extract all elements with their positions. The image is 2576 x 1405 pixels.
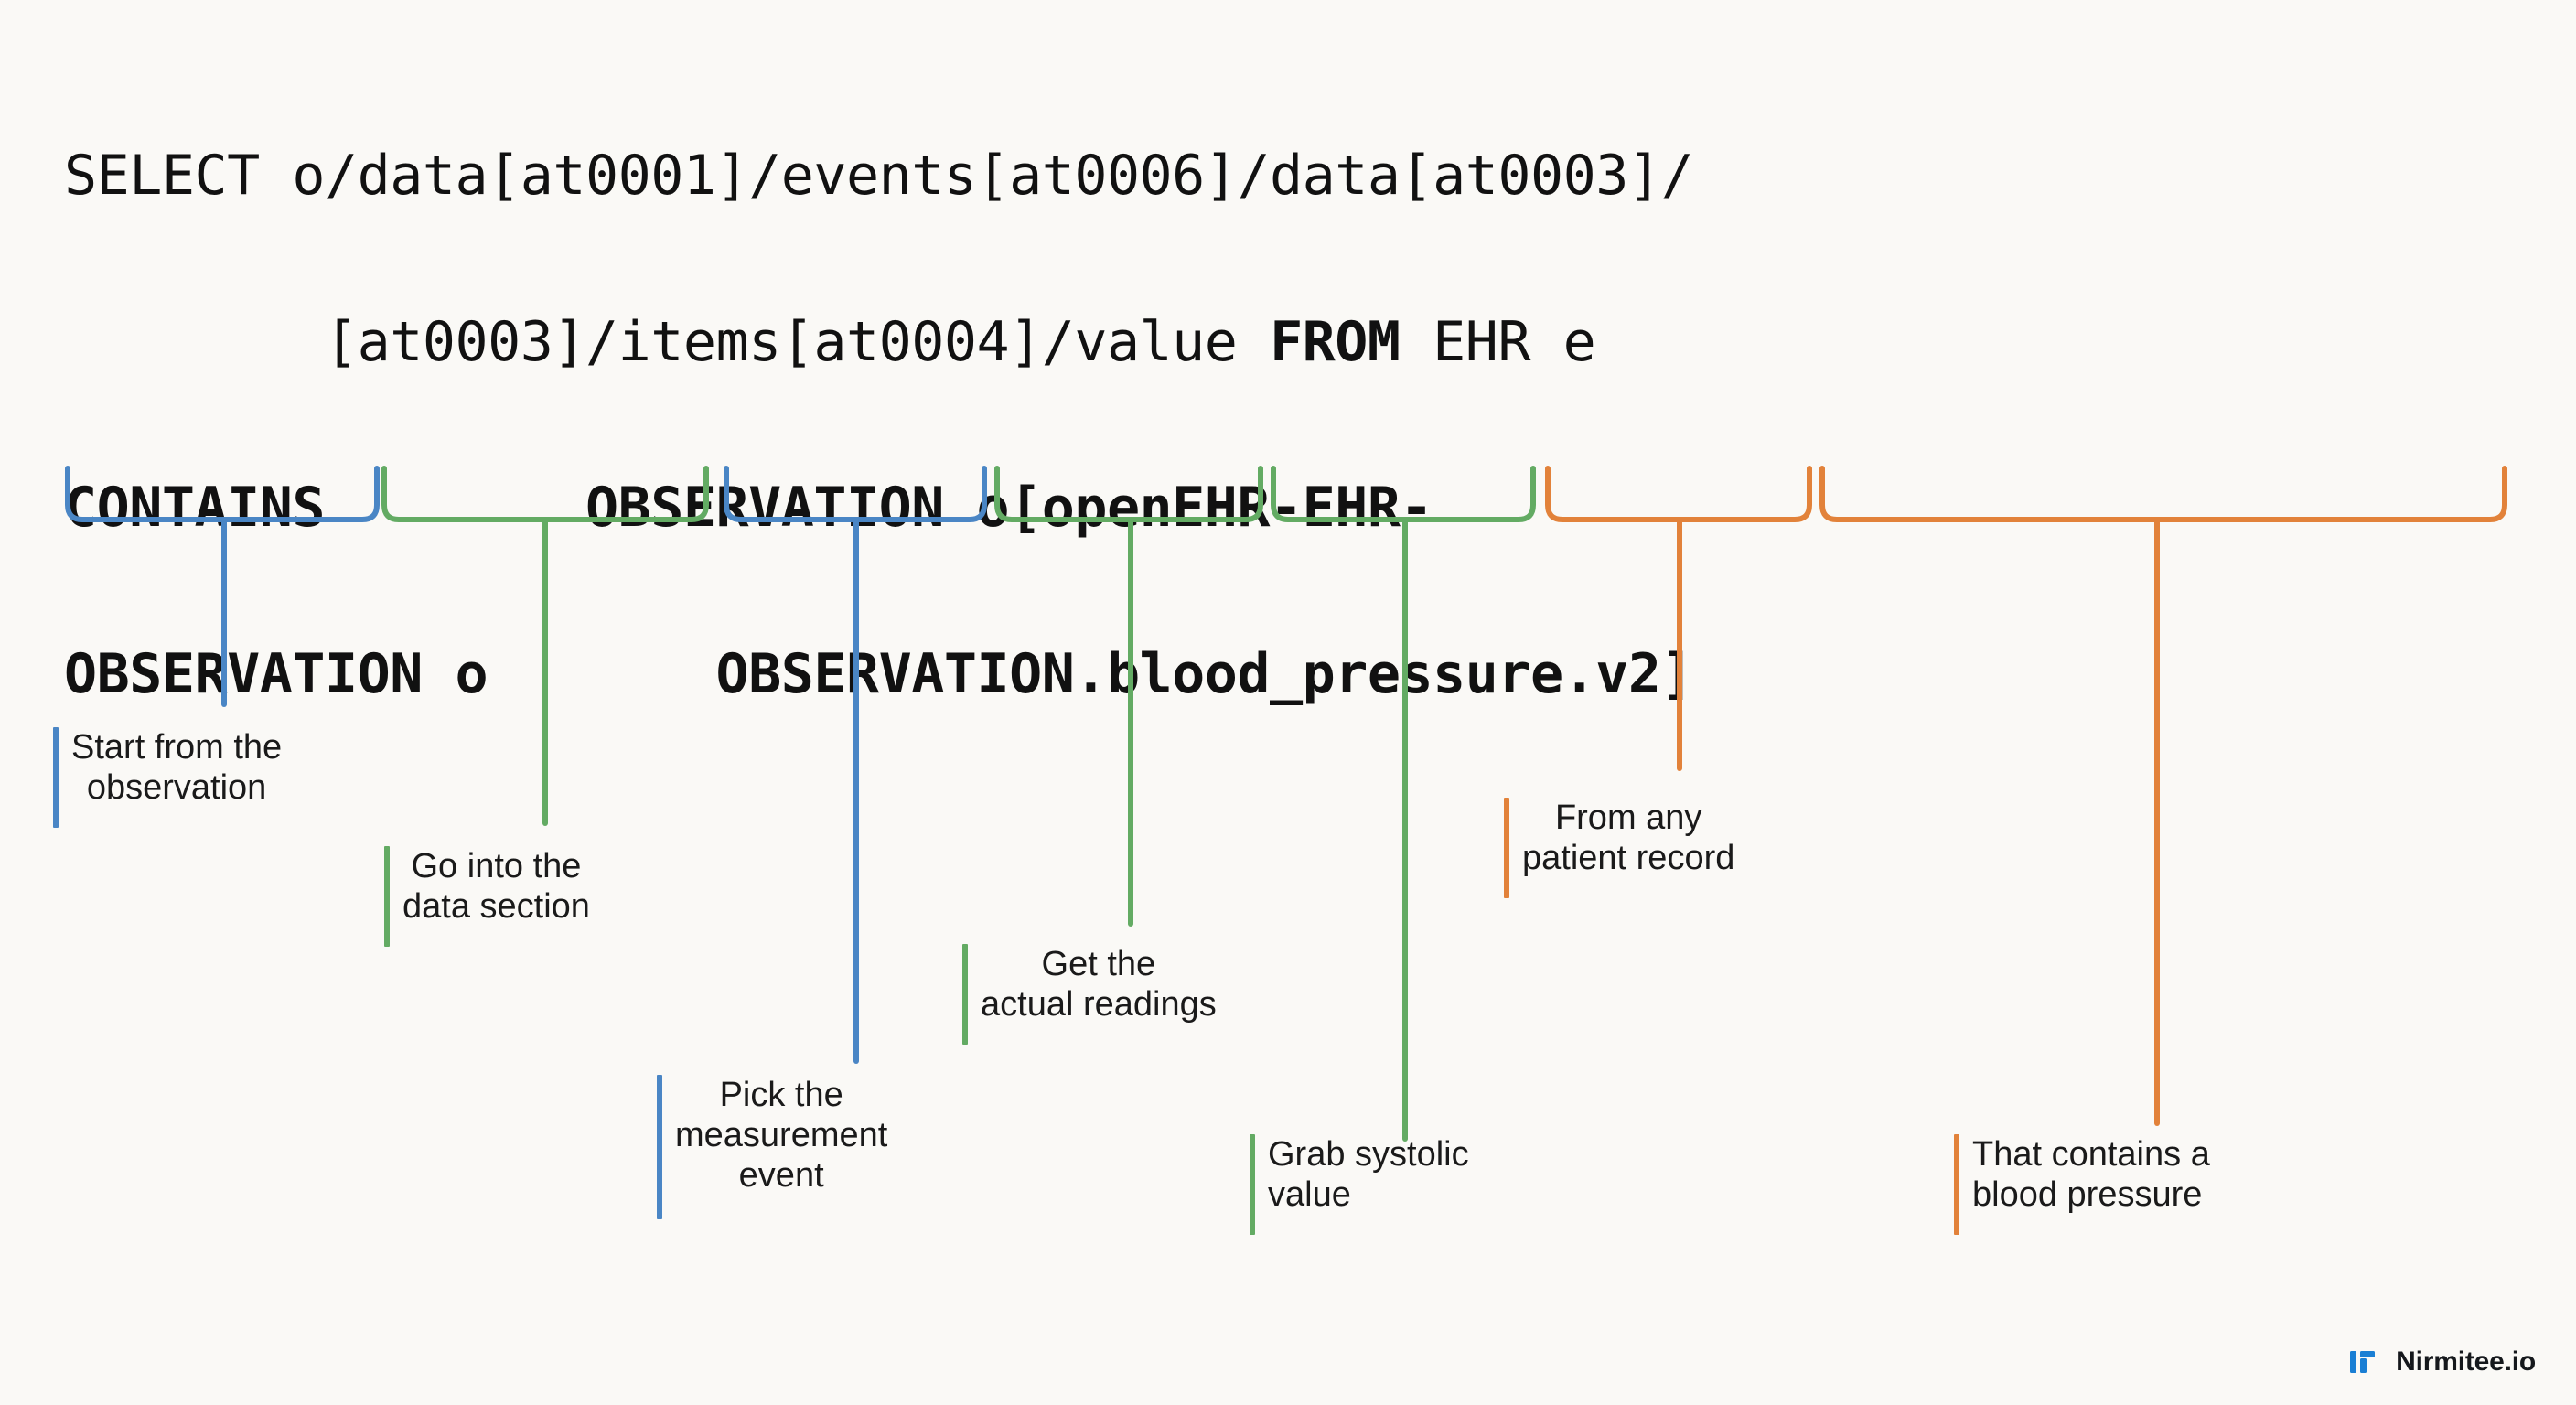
annotation-accent-bar-orange <box>1954 1134 1959 1235</box>
annotation-accent-bar-blue <box>657 1075 662 1219</box>
annotation-go-into-the-data-section: Go into the data section <box>384 846 590 947</box>
annotation-accent-bar-green <box>384 846 390 947</box>
code-line-2-text: [at0003]/items[at0004]/value FROM EHR e <box>64 309 1596 374</box>
annotation-accent-bar-blue <box>53 727 59 828</box>
annotation-pick-the-measurement-event: Pick the measurement event <box>657 1075 887 1219</box>
annotation-accent-bar-green <box>1250 1134 1255 1235</box>
logo-wordmark: Nirmitee.io <box>2396 1346 2536 1377</box>
nirmitee-logo-mark <box>2350 1351 2376 1373</box>
code-line-3: CONTAINS OBSERVATION o[openEHR-EHR- <box>64 476 1433 541</box>
annotation-text: Go into the data section <box>402 847 590 927</box>
annotation-start-from-the-observation: Start from the observation <box>53 727 282 828</box>
annotation-text: Get the actual readings <box>981 945 1217 1024</box>
annotation-accent-bar-orange <box>1504 798 1509 898</box>
annotation-that-contains-a-blood-pressure: That contains a blood pressure <box>1954 1134 2210 1235</box>
code-line-2: [at0003]/items[at0004]/value FROM EHR e <box>64 314 2534 370</box>
aql-query-code: SELECT o/data[at0001]/events[at0006]/dat… <box>64 37 2534 812</box>
annotation-text: Start from the observation <box>71 728 283 808</box>
brand-logo: Nirmitee.io <box>2350 1346 2536 1378</box>
annotation-from-any-patient-record: From any patient record <box>1504 798 1734 898</box>
code-line-4: OBSERVATION o OBSERVATION.blood_pressure… <box>64 641 1694 706</box>
annotation-text: That contains a blood pressure <box>1972 1135 2210 1215</box>
annotation-text: Pick the measurement event <box>675 1076 888 1196</box>
annotation-grab-systolic-value: Grab systolic value <box>1250 1134 1469 1235</box>
code-line-1: SELECT o/data[at0001]/events[at0006]/dat… <box>64 144 1694 209</box>
annotation-text: From any patient record <box>1522 799 1735 878</box>
annotation-get-the-actual-readings: Get the actual readings <box>962 944 1217 1045</box>
annotation-text: Grab systolic value <box>1268 1135 1469 1215</box>
annotation-accent-bar-green <box>962 944 968 1045</box>
